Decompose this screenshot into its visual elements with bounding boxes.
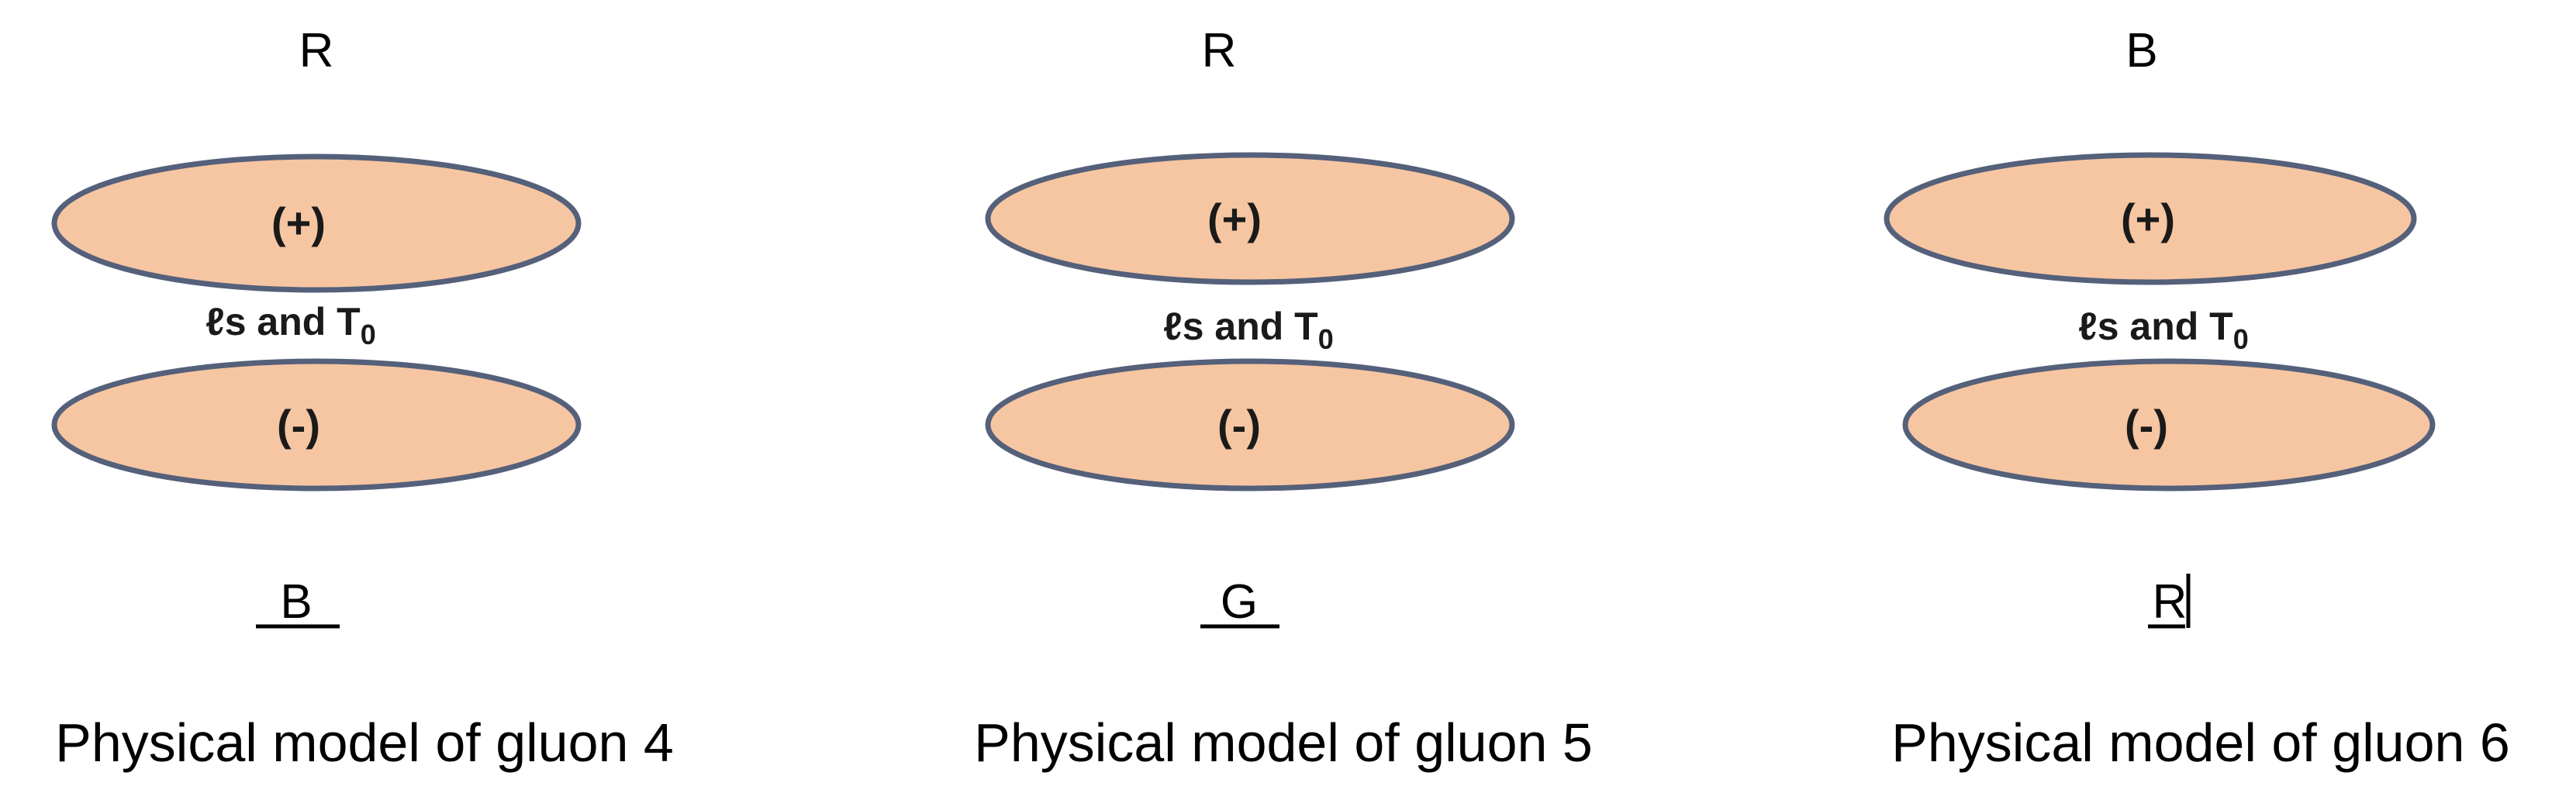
middle-label-text: ℓs and T — [1163, 305, 1317, 348]
top-color-label: R — [1202, 24, 1237, 78]
bottom-color-label: B — [280, 575, 312, 629]
middle-label: ℓs and T0 — [2078, 305, 2249, 355]
panel-gluon-4: R (+) ℓs and T0 (-) B Physical model of … — [51, 24, 674, 773]
negative-charge-ellipse — [1902, 358, 2436, 491]
negative-sign-label: (-) — [1217, 401, 1261, 450]
positive-charge-ellipse — [51, 153, 582, 293]
middle-label-text: ℓs and T — [205, 300, 360, 343]
middle-label-subscript: 0 — [2233, 323, 2249, 355]
middle-label-subscript: 0 — [1318, 323, 1334, 355]
top-color-label: R — [299, 24, 334, 78]
positive-charge-ellipse — [1884, 152, 2417, 285]
middle-label: ℓs and T0 — [205, 300, 376, 350]
positive-sign-label: (+) — [2121, 195, 2175, 243]
panel-gluon-5: R (+) ℓs and T0 (-) G Physical model of … — [974, 24, 1593, 773]
panel-caption: Physical model of gluon 6 — [1891, 712, 2510, 773]
middle-label: ℓs and T0 — [1163, 305, 1334, 355]
panel-caption: Physical model of gluon 5 — [974, 712, 1593, 773]
bottom-color-label: R — [2153, 575, 2188, 629]
positive-sign-label: (+) — [271, 198, 326, 247]
bottom-color-label: G — [1221, 575, 1258, 629]
panel-gluon-6: B (+) ℓs and T0 (-) R Physical model of … — [1884, 24, 2510, 773]
negative-sign-label: (-) — [2125, 401, 2168, 450]
middle-label-text: ℓs and T — [2078, 305, 2232, 348]
positive-charge-ellipse — [985, 152, 1515, 285]
top-color-label: B — [2125, 24, 2157, 78]
panel-caption: Physical model of gluon 4 — [55, 712, 674, 773]
negative-sign-label: (-) — [277, 401, 320, 450]
middle-label-subscript: 0 — [361, 319, 376, 350]
negative-charge-ellipse — [985, 358, 1515, 491]
positive-sign-label: (+) — [1207, 195, 1262, 243]
negative-charge-ellipse — [51, 358, 582, 491]
